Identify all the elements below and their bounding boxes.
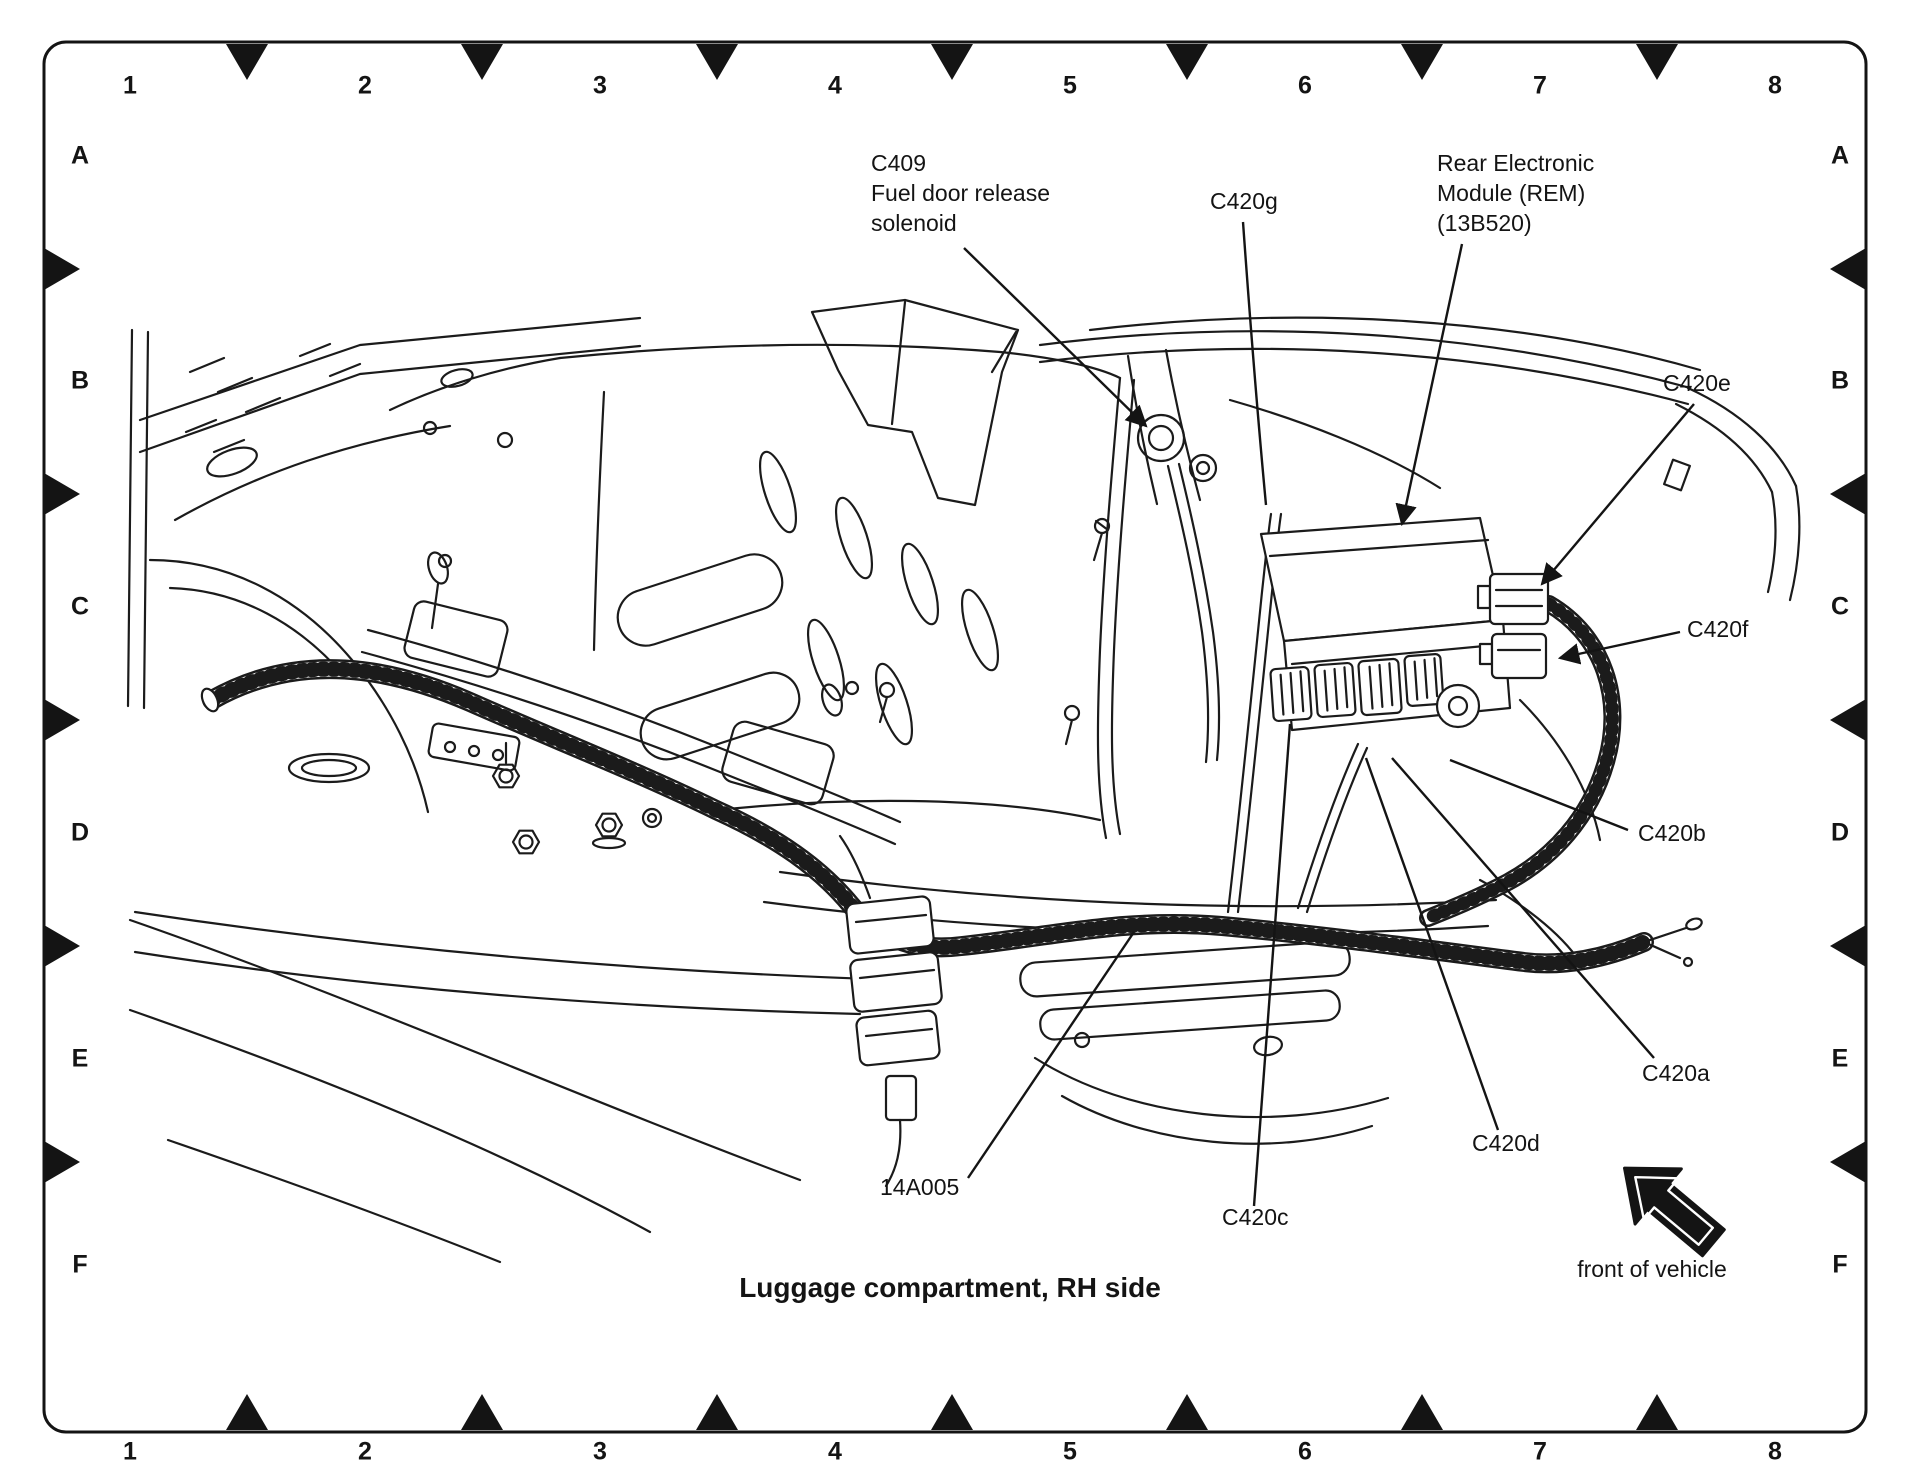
grid-tick-triangle bbox=[44, 699, 80, 741]
grid-tick-triangle bbox=[1636, 44, 1678, 80]
grid-tick-triangle bbox=[1830, 699, 1866, 741]
grid-row-label: E bbox=[1831, 1044, 1849, 1073]
diagram-caption: Luggage compartment, RH side bbox=[739, 1272, 1161, 1303]
side-connectors bbox=[1476, 572, 1550, 680]
leader-c420b bbox=[1449, 758, 1629, 832]
grid-row-label: B bbox=[1830, 366, 1850, 395]
body-panels-left bbox=[126, 316, 642, 814]
callout-c409: C409 Fuel door release solenoid bbox=[871, 148, 1050, 238]
fasteners bbox=[437, 517, 1111, 855]
grid-col-label: 1 bbox=[123, 1437, 137, 1466]
grid-tick-triangle bbox=[44, 925, 80, 967]
grid-tick-triangle bbox=[1401, 1394, 1443, 1430]
grid-tick-triangle bbox=[1830, 473, 1866, 515]
leader-c420g bbox=[1241, 221, 1268, 506]
grid-tick-triangle bbox=[931, 44, 973, 80]
grid-row-label: A bbox=[70, 141, 90, 170]
grid-tick-triangle bbox=[1401, 44, 1443, 80]
callout-14a005: 14A005 bbox=[880, 1174, 960, 1200]
grid-tick-triangle bbox=[1636, 1394, 1678, 1430]
grid-row-label: A bbox=[1830, 141, 1850, 170]
seat-rail bbox=[360, 551, 902, 846]
front-of-vehicle-arrow bbox=[1623, 1166, 1726, 1258]
grid-row-label: D bbox=[1830, 818, 1850, 847]
grid-col-label: 6 bbox=[1298, 1437, 1312, 1466]
leader-lines bbox=[963, 221, 1695, 1207]
leader-c420a bbox=[1391, 757, 1655, 1059]
grid-tick-triangle bbox=[44, 1141, 80, 1183]
callout-c409-line3: solenoid bbox=[871, 210, 957, 236]
leader-rem bbox=[1395, 243, 1464, 527]
grid-col-label: 4 bbox=[828, 71, 842, 100]
grid-tick-triangle bbox=[931, 1394, 973, 1430]
vehicle-line-art bbox=[126, 298, 1801, 1264]
callout-c420g: C420g bbox=[1210, 188, 1278, 214]
front-of-vehicle-label: front of vehicle bbox=[1577, 1256, 1727, 1282]
bracket-top bbox=[810, 298, 1020, 507]
callout-rem: Rear Electronic Module (REM) (13B520) bbox=[1437, 148, 1594, 238]
parcel-shelf bbox=[1038, 316, 1801, 964]
grid-tick-triangle bbox=[696, 1394, 738, 1430]
grid-tick-triangle bbox=[44, 248, 80, 290]
callout-rem-line3: (13B520) bbox=[1437, 210, 1532, 236]
grid-col-label: 5 bbox=[1063, 71, 1077, 100]
leader-c420e bbox=[1540, 403, 1695, 586]
grid-tick-triangle bbox=[226, 1394, 268, 1430]
callout-c409-line1: C409 bbox=[871, 150, 926, 176]
grid-tick-triangle bbox=[1166, 44, 1208, 80]
leader-14a005 bbox=[967, 931, 1135, 1179]
grid-col-label: 2 bbox=[358, 71, 372, 100]
grid-col-label: 6 bbox=[1298, 71, 1312, 100]
grid-col-label: 3 bbox=[593, 71, 607, 100]
callout-c420c: C420c bbox=[1222, 1204, 1289, 1230]
connector-stack bbox=[838, 834, 943, 1188]
callout-rem-line2: Module (REM) bbox=[1437, 180, 1586, 206]
grid-tick-triangle bbox=[1166, 1394, 1208, 1430]
grid-tick-triangle bbox=[696, 44, 738, 80]
grid-col-label: 7 bbox=[1533, 71, 1547, 100]
callout-c420f: C420f bbox=[1687, 616, 1749, 642]
callout-c420a: C420a bbox=[1642, 1060, 1710, 1086]
callout-rem-line1: Rear Electronic bbox=[1437, 150, 1595, 176]
grid-col-label: 3 bbox=[593, 1437, 607, 1466]
grid-col-label: 8 bbox=[1768, 1437, 1782, 1466]
grid-tick-triangle bbox=[1830, 925, 1866, 967]
grid-col-label: 2 bbox=[358, 1437, 372, 1466]
grid-tick-triangle bbox=[461, 44, 503, 80]
grid-tick-triangle bbox=[461, 1394, 503, 1430]
grid-tick-triangle bbox=[1830, 1141, 1866, 1183]
callout-c420d: C420d bbox=[1472, 1130, 1540, 1156]
grid-col-label: 7 bbox=[1533, 1437, 1547, 1466]
rem-connectors bbox=[1269, 653, 1481, 729]
leader-c409 bbox=[963, 247, 1148, 428]
callout-c420b: C420b bbox=[1638, 820, 1706, 846]
grid-row-label: C bbox=[1830, 592, 1850, 621]
page-border bbox=[42, 40, 1868, 1434]
grid-markers bbox=[44, 44, 1866, 1430]
fuel-filler-area bbox=[1136, 413, 1221, 764]
callout-c409-line2: Fuel door release bbox=[871, 180, 1050, 206]
grid-tick-triangle bbox=[1830, 248, 1866, 290]
grid-row-label: F bbox=[1832, 1250, 1848, 1279]
grid-row-label: E bbox=[71, 1044, 89, 1073]
leader-c420d bbox=[1364, 757, 1500, 1131]
grid-col-label: 8 bbox=[1768, 71, 1782, 100]
leader-c420f bbox=[1557, 630, 1681, 665]
grid-row-label: F bbox=[72, 1250, 88, 1279]
grid-tick-triangle bbox=[44, 473, 80, 515]
leader-c420c bbox=[1252, 723, 1292, 1207]
grid-row-label: B bbox=[70, 366, 90, 395]
grid-row-label: C bbox=[70, 592, 90, 621]
grid-col-label: 5 bbox=[1063, 1437, 1077, 1466]
grid-col-label: 4 bbox=[828, 1437, 842, 1466]
grid-col-label: 1 bbox=[123, 71, 137, 100]
grid-row-label: D bbox=[70, 818, 90, 847]
grid-tick-triangle bbox=[226, 44, 268, 80]
callout-c420e: C420e bbox=[1663, 370, 1731, 396]
